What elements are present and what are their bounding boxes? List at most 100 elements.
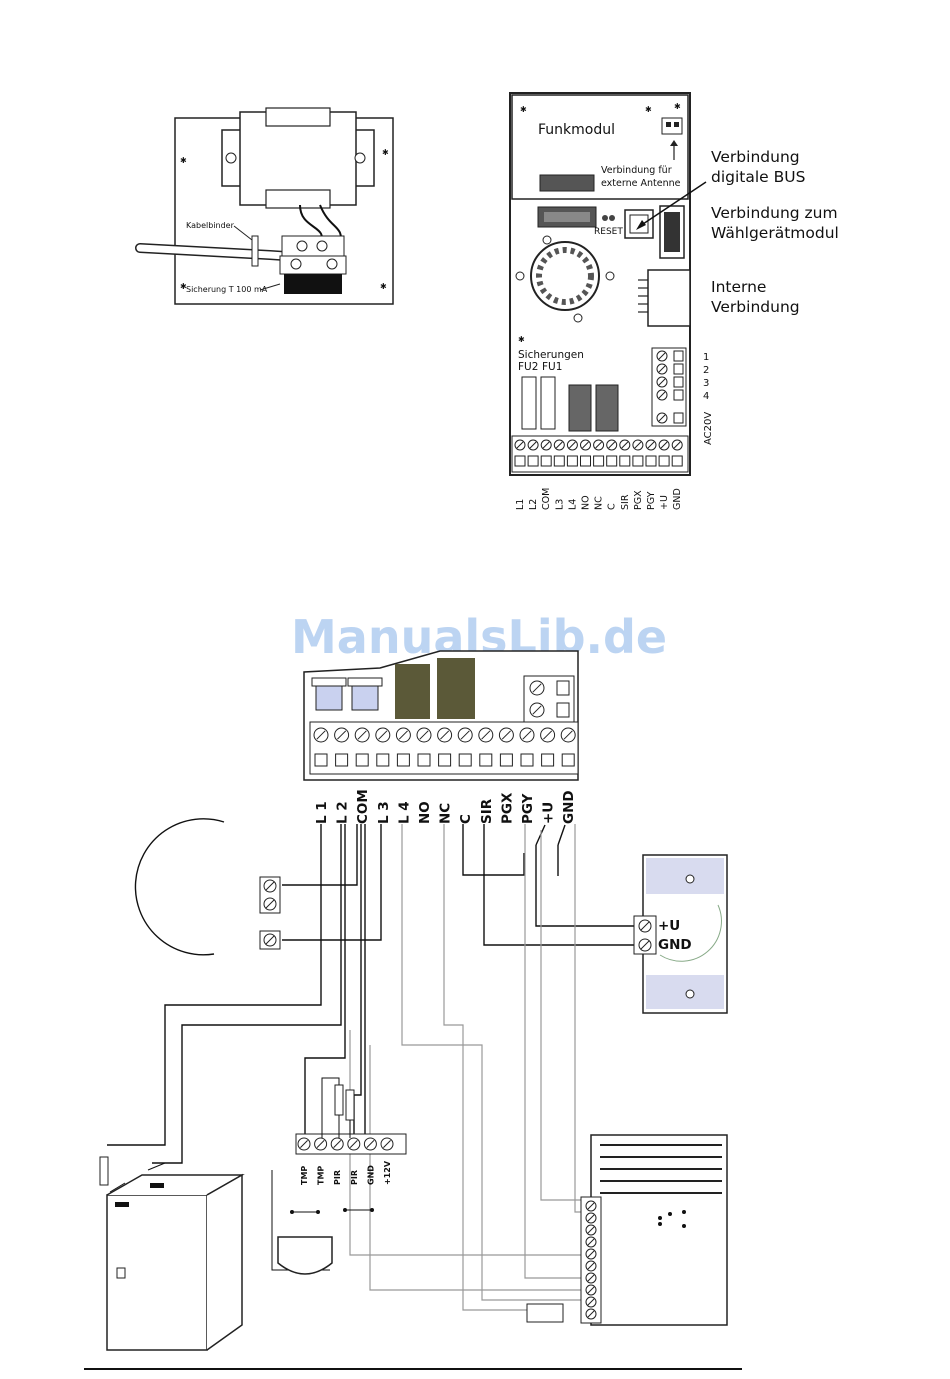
fu2-label: FU2 (518, 361, 538, 373)
cable-tie-label: Kabelbinder (186, 221, 235, 230)
side-terminal-3: 3 (703, 378, 709, 389)
wiring-terminal-label-6: NC (438, 803, 454, 824)
pir-terminal-screw-1-slot (316, 1140, 325, 1148)
dialer-callout-line2: Wählgerätmodul (711, 224, 839, 242)
pir-terminal-screw-4-slot (366, 1140, 375, 1148)
panel-terminal-screw-1-slot (587, 1214, 595, 1222)
control-panel-right (526, 1134, 728, 1326)
wiring-terminal-label-12: GND (561, 790, 577, 824)
wiring-terminal-screw-8-slot (481, 730, 491, 740)
bus-callout-line2: digitale BUS (711, 168, 805, 186)
radio-module-label: Funkmodul (538, 122, 615, 138)
main-terminal-screw-5-slot (582, 441, 589, 449)
fu1-label: FU1 (542, 361, 562, 373)
main-terminal-label-4: L4 (567, 499, 578, 510)
pir-terminal-screw-3-slot (349, 1140, 358, 1148)
main-terminal-slot-8 (619, 455, 631, 467)
main-terminal-screw-11-slot (660, 441, 668, 449)
main-terminal-label-5: NO (581, 495, 592, 510)
panel-terminal-screw-3-slot (587, 1238, 595, 1246)
pir-terminal-label-4: GND (366, 1165, 375, 1185)
pir-terminal-label-3: PIR (350, 1170, 359, 1185)
main-terminal-slot-6 (593, 455, 605, 467)
pir-terminal-screw-2-slot (333, 1140, 342, 1148)
wiring-terminal-screw-6-slot (440, 730, 450, 740)
main-terminal-label-9: PGX (633, 490, 644, 510)
wiring-terminal-label-3: L 3 (376, 801, 392, 824)
wiring-terminal-slot-4 (396, 753, 410, 767)
wiring-terminal-slot-9 (499, 753, 513, 767)
wiring-terminal-label-1: L 2 (335, 801, 351, 824)
siren-terminal-gnd: GND (658, 937, 692, 953)
pir-terminal-label-1: TMP (317, 1166, 326, 1185)
main-terminal-label-10: PGY (646, 491, 657, 510)
main-terminal-screw-3-slot (555, 441, 563, 449)
side-terminal-screw-4-slot (658, 414, 666, 422)
pir-terminal-screw-5-slot (383, 1140, 391, 1148)
wiring-terminal-slot-5 (417, 753, 431, 767)
wiring-terminal-screw-7-slot (460, 730, 470, 740)
wires-grey (349, 824, 586, 1311)
main-bottom-terminal-strip (511, 435, 689, 473)
side-terminal-slot-4 (673, 412, 684, 424)
svg-text:✱: ✱ (645, 105, 652, 114)
side-terminal-screw-0-slot (658, 352, 666, 360)
internal-callout-line2: Verbindung (711, 298, 800, 316)
side-terminal-screw-3-slot (658, 391, 666, 399)
svg-text:✱: ✱ (674, 102, 681, 111)
main-terminal-screw-7-slot (608, 441, 616, 449)
wiring-terminal-screw-2-slot (357, 730, 367, 740)
wiring-terminal-screw-9-slot (501, 730, 511, 740)
main-terminal-slot-5 (580, 455, 591, 467)
main-terminal-label-0: L1 (515, 499, 526, 510)
wiring-terminal-label-7: C (458, 814, 474, 824)
side-terminal-block (651, 347, 687, 427)
svg-text:✱: ✱ (180, 282, 187, 291)
main-terminal-slot-4 (566, 455, 578, 467)
wiring-terminal-label-0: L 1 (314, 801, 330, 824)
main-terminal-screw-1-slot (529, 441, 537, 449)
side-terminal-4: 4 (703, 391, 709, 402)
svg-text:✱: ✱ (520, 105, 527, 114)
side-terminal-1: 1 (703, 352, 709, 363)
wiring-terminal-slot-7 (458, 753, 472, 767)
wiring-terminal-slot-0 (314, 753, 328, 767)
main-terminal-slot-7 (606, 455, 618, 467)
internal-callout-line1: Interne (711, 278, 766, 296)
main-terminal-screw-4-slot (569, 441, 576, 449)
wiring-terminal-slot-6 (438, 753, 452, 767)
antenna-label-line1: Verbindung für (601, 165, 672, 176)
main-terminal-label-1: L2 (528, 499, 539, 510)
wiring-terminal-slot-8 (479, 753, 493, 767)
side-terminal-2: 2 (703, 365, 709, 376)
wiring-terminal-slot-2 (355, 753, 369, 767)
main-terminal-slot-10 (645, 455, 657, 467)
main-terminal-screw-6-slot (595, 441, 602, 449)
main-terminal-label-11: +U (659, 495, 670, 510)
main-terminal-label-2: COM (541, 488, 552, 510)
side-terminal-slot-3 (673, 389, 684, 401)
wiring-terminal-label-8: SIR (479, 798, 495, 824)
pir-terminal-label-2: PIR (333, 1170, 342, 1185)
wiring-terminal-slot-11 (541, 753, 555, 767)
wiring-terminal-screw-11-slot (543, 730, 553, 740)
side-terminal-screw-1-slot (658, 365, 666, 373)
main-terminal-slot-2 (540, 455, 552, 467)
callouts: Verbindung digitale BUS Verbindung zum W… (636, 148, 839, 316)
fuse-label: Sicherung T 100 mA (186, 285, 268, 294)
wiring-terminal-screw-0-slot (316, 730, 326, 740)
dialer-callout-line1: Verbindung zum (711, 204, 838, 222)
loop-circle (134, 818, 225, 956)
main-terminal-slot-0 (514, 455, 526, 467)
svg-text:✱: ✱ (180, 156, 187, 165)
main-terminal-slot-3 (553, 455, 565, 467)
panel-terminal-screw-9-slot (587, 1310, 595, 1318)
main-terminal-label-7: C (607, 503, 618, 510)
panel-terminal-screw-4-slot (587, 1250, 595, 1258)
reset-label[interactable]: RESET (594, 227, 623, 237)
main-terminal-slot-9 (632, 455, 644, 467)
antenna-label-line2: externe Antenne (601, 178, 681, 189)
